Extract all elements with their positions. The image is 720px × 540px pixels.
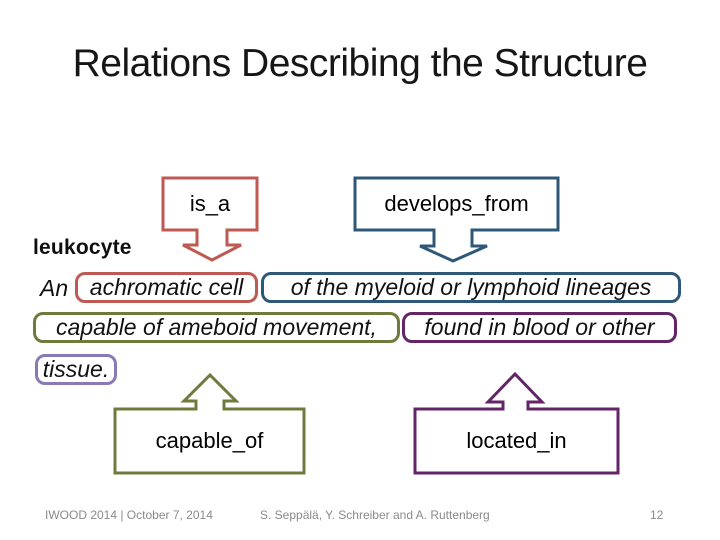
relation-label-located-in: located_in [466,428,567,453]
relation-label-develops-from: develops_from [384,191,529,216]
definition-prefix: An [40,275,69,301]
develops-from-callout-shape [353,176,560,263]
capable-of-callout-shape [113,372,306,475]
highlight-found-in-blood-or-other: found in blood or other [402,312,677,343]
relation-label-capable-of: capable_of [155,428,264,453]
footer-authors: S. Seppälä, Y. Schreiber and A. Ruttenbe… [260,508,490,522]
slide-number: 12 [650,508,664,522]
is-a-callout-shape [161,176,259,262]
highlight-capable-of-ameboid-movement: capable of ameboid movement, [33,312,400,343]
highlight-tissue: tissue. [35,354,117,385]
footer-event-date: IWOOD 2014 | October 7, 2014 [45,508,213,522]
highlight-achromatic-cell: achromatic cell [75,272,258,303]
highlight-myeloid-lymphoid-lineages: of the myeloid or lymphoid lineages [261,272,681,303]
term-leukocyte: leukocyte [33,236,132,259]
relation-label-is-a: is_a [189,191,231,216]
located-in-callout-shape [413,371,620,475]
slide-title: Relations Describing the Structure [72,42,648,85]
